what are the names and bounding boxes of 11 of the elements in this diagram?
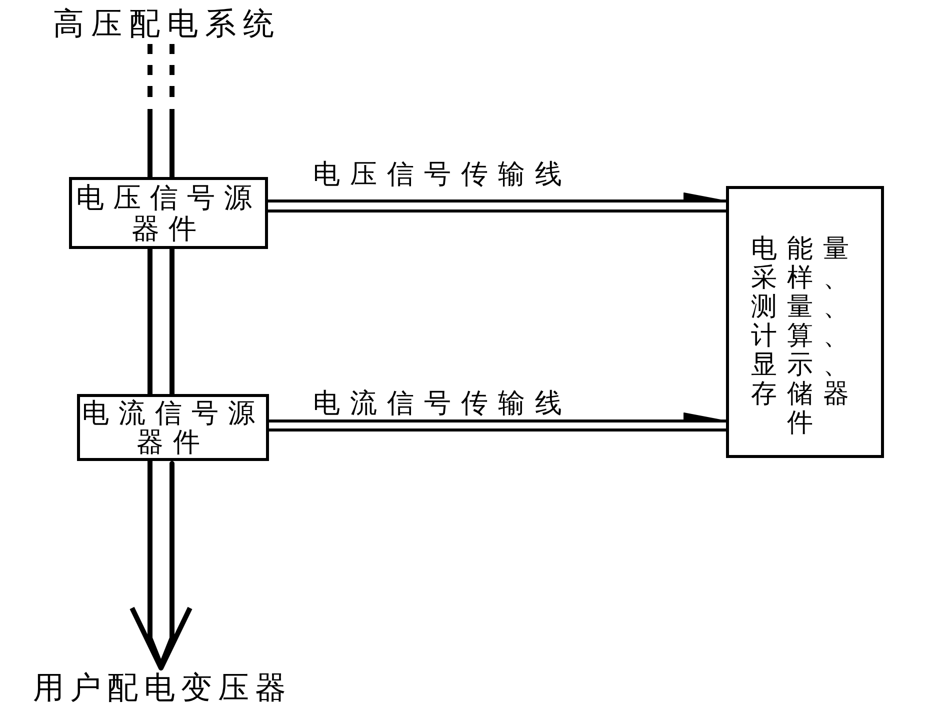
device-box [726, 186, 884, 458]
double-line-arrow [268, 192, 726, 212]
double-line-arrow [130, 461, 192, 670]
component-label: 电压信号源器件 [75, 182, 262, 244]
double-line-connector [148, 44, 174, 177]
component-label: 电流信号源器件 [81, 398, 265, 456]
component-box [69, 177, 268, 249]
double-line-connector [148, 249, 174, 394]
device-label: 电能量采样、测量、计算、显示、存储器件 [750, 235, 860, 438]
system-label: 用户配电变压器 [33, 668, 299, 708]
system-label: 高压配电系统 [53, 4, 293, 44]
